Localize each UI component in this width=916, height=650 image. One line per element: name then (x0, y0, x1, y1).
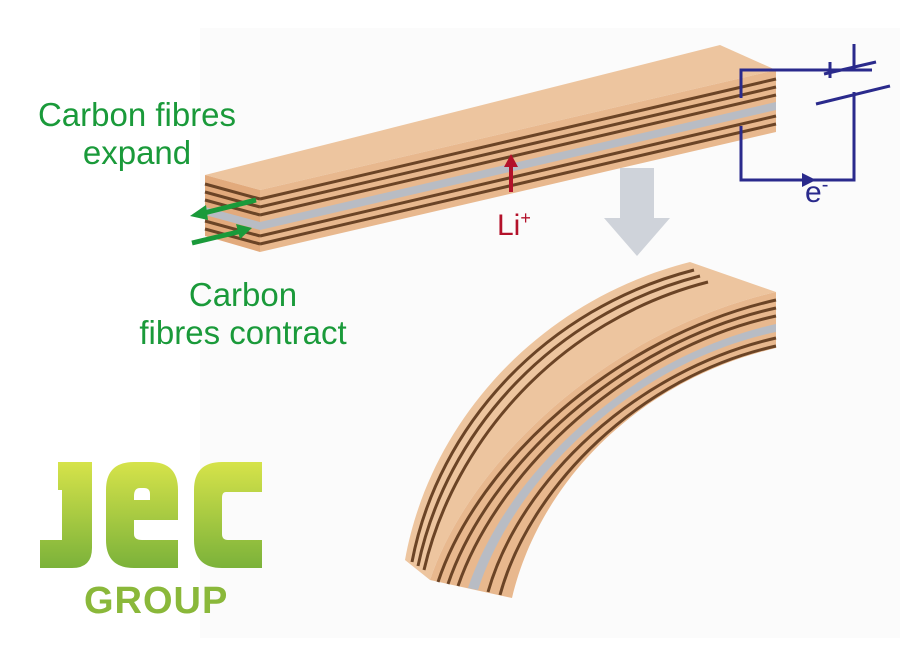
contract-label-line1: Carbon (188, 276, 298, 313)
ion-symbol: Li (497, 209, 521, 242)
beam-end-fibres (204, 182, 261, 246)
beam-fibres (259, 77, 777, 246)
logo-mark (40, 462, 262, 568)
beam-end-separator (205, 207, 260, 230)
logo-letter-e (106, 462, 178, 568)
straight-beam (204, 45, 777, 252)
ion-label: Li+ (497, 208, 531, 243)
logo-group-text: GROUP (84, 580, 229, 622)
beam-separator (260, 102, 776, 230)
beam-top-face (205, 45, 776, 190)
ion-arrow (504, 154, 518, 192)
curved-beam (405, 262, 777, 598)
contract-arrow (191, 224, 252, 246)
curved-fibres (410, 268, 777, 596)
expand-label: Carbon fibres expand (24, 96, 250, 172)
ion-charge: + (520, 208, 531, 228)
expand-label-line1: Carbon fibres (37, 96, 237, 133)
contract-label-line2: fibres contract (139, 314, 347, 351)
logo-letter-j (40, 462, 92, 568)
battery-icon (823, 60, 877, 76)
electron-symbol: e (805, 176, 822, 209)
contract-label: Carbon fibres contract (126, 276, 360, 352)
curved-top-face (405, 262, 776, 580)
transform-arrow (604, 168, 670, 256)
expand-label-line2: expand (82, 134, 192, 171)
logo-letter-c (194, 462, 262, 568)
electron-flow-arrow (802, 173, 816, 187)
expand-arrow (190, 197, 257, 220)
electron-charge: - (821, 174, 829, 196)
electron-label: e- (805, 174, 828, 210)
